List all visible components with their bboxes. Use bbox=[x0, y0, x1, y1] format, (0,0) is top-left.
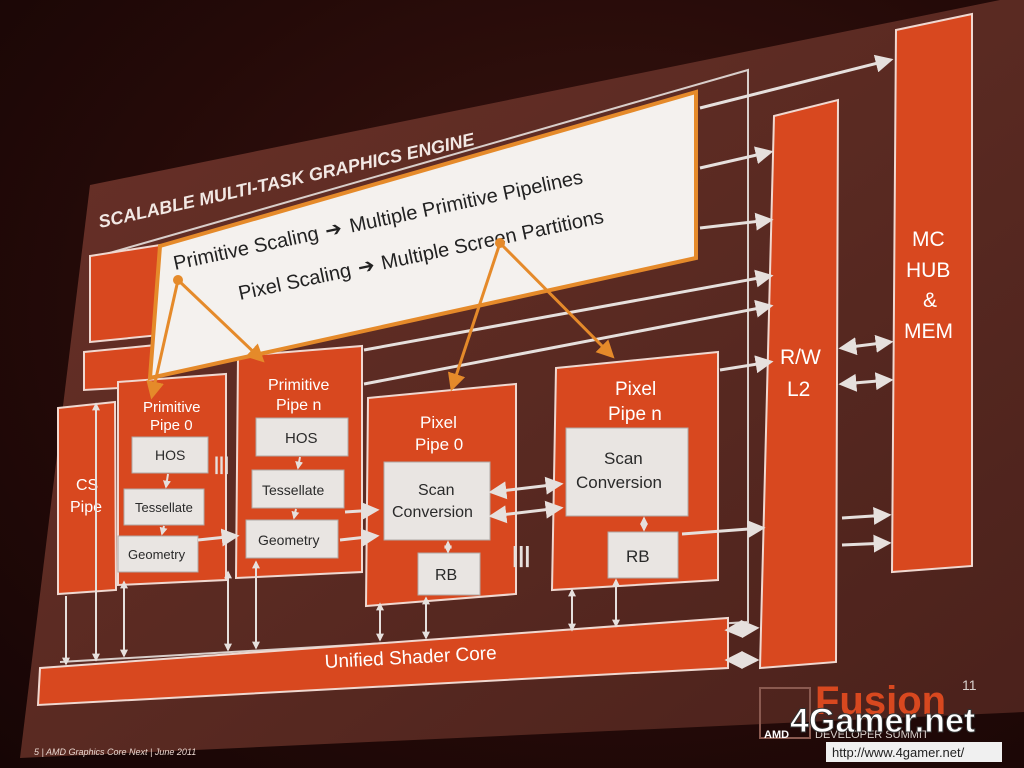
watermark-url: http://www.4gamer.net/ bbox=[832, 745, 965, 760]
pixel-pipe-n-label-1: Pixel bbox=[615, 379, 656, 400]
primitive-pipe-n-label-1: Primitive bbox=[268, 377, 329, 394]
brand-superscript: 11 bbox=[962, 677, 977, 693]
tessellate-label-0: Tessellate bbox=[135, 500, 193, 515]
brand-fusion: Fusion bbox=[815, 679, 946, 723]
left-block-upper bbox=[89, 243, 161, 344]
scan-label-n: Scan bbox=[604, 449, 643, 468]
scan-label-0: Scan bbox=[418, 482, 454, 499]
cs-pipe-label-2: Pipe bbox=[70, 499, 102, 516]
hos-box-0 bbox=[131, 436, 209, 474]
cs-pipe-label-1: CS bbox=[76, 477, 98, 494]
ellipsis-pixel: ||| bbox=[512, 542, 530, 567]
callout-pointers bbox=[146, 241, 615, 400]
pixel-pipe-0-label-2: Pipe 0 bbox=[415, 435, 463, 454]
connection-arrows bbox=[197, 54, 894, 669]
pixel-pipe-0-label-1: Pixel bbox=[420, 413, 457, 432]
scan-conversion-box-n bbox=[565, 427, 689, 517]
pointer-dot-primitive bbox=[173, 275, 183, 285]
hos-label-0: HOS bbox=[155, 447, 185, 463]
rb-label-0: RB bbox=[435, 567, 457, 584]
watermark-logo: 4Gamer.net bbox=[790, 702, 975, 740]
pixel-pipe-n-label-2: Pipe n bbox=[608, 404, 662, 425]
geometry-box-0 bbox=[117, 535, 199, 573]
rb-label-n: RB bbox=[626, 547, 650, 566]
rb-box-0 bbox=[417, 552, 481, 596]
rw-l2-block bbox=[758, 98, 840, 670]
tessellate-label-n: Tessellate bbox=[262, 482, 324, 498]
tessellate-box-0 bbox=[123, 488, 205, 526]
shader-core-arrows bbox=[62, 402, 620, 666]
watermark-url-bg bbox=[826, 742, 1002, 762]
tessellate-box-n bbox=[251, 469, 345, 509]
callout-arrow-2: ➔ bbox=[356, 255, 377, 280]
hos-box-n bbox=[255, 417, 349, 457]
geometry-label-0: Geometry bbox=[128, 547, 186, 562]
primitive-pipe-n-label-2: Pipe n bbox=[276, 397, 321, 414]
callout-box bbox=[147, 89, 698, 381]
amd-logo-box bbox=[759, 687, 811, 739]
conversion-label-n: Conversion bbox=[576, 473, 662, 492]
brand-amd: AMD bbox=[764, 729, 789, 741]
ellipsis-primitive: ||| bbox=[214, 454, 229, 474]
geometry-label-n: Geometry bbox=[258, 532, 319, 548]
scan-conversion-box-0 bbox=[383, 461, 491, 541]
mc-label: MC bbox=[912, 228, 945, 251]
amp-label: & bbox=[923, 289, 937, 312]
hub-label: HUB bbox=[906, 259, 950, 282]
pointer-dot-pixel bbox=[495, 238, 505, 248]
slide-footer: 5 | AMD Graphics Core Next | June 2011 bbox=[34, 747, 196, 757]
conversion-label-0: Conversion bbox=[392, 504, 473, 521]
primitive-pipe-0-label-2: Pipe 0 bbox=[150, 417, 193, 434]
brand-tagline: DEVELOPER SUMMIT bbox=[815, 729, 929, 741]
rb-box-n bbox=[607, 531, 679, 579]
cs-pipe-block bbox=[57, 400, 118, 596]
callout-arrow-1: ➔ bbox=[323, 218, 344, 243]
mem-label: MEM bbox=[904, 320, 953, 343]
primitive-pipe-0-label-1: Primitive bbox=[143, 399, 201, 416]
hos-label-n: HOS bbox=[285, 430, 318, 447]
geometry-box-n bbox=[245, 519, 339, 559]
rw-l2-label-1: R/W bbox=[780, 346, 821, 369]
rw-l2-label-2: L2 bbox=[787, 378, 810, 401]
internal-arrows bbox=[159, 456, 648, 554]
